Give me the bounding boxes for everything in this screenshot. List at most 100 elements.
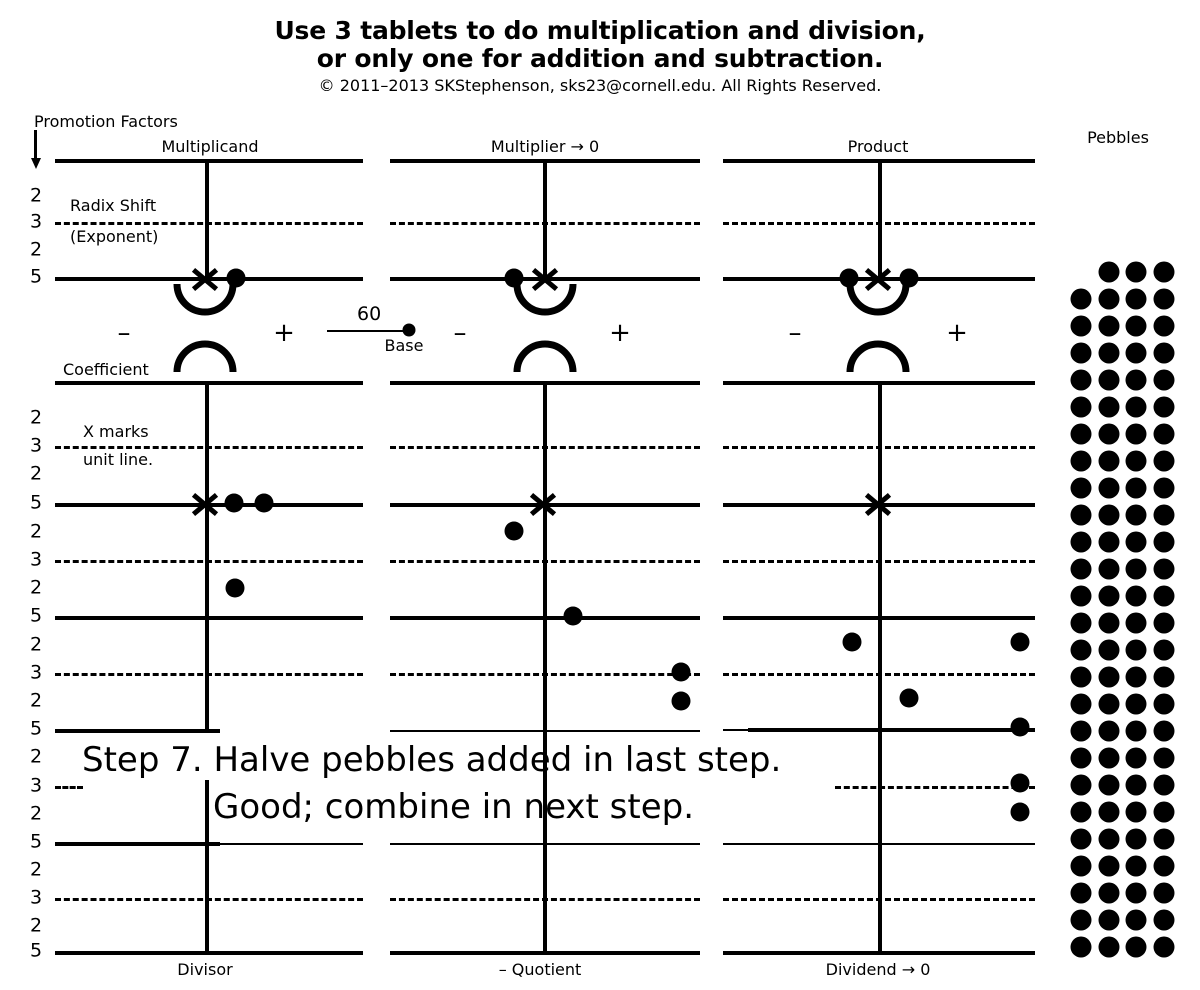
supply-pebble[interactable] [1070,720,1092,742]
t2-coef-pebble-3[interactable] [671,662,691,682]
supply-pebble[interactable] [1098,828,1119,850]
t2-coef-pebble-1[interactable] [504,521,524,541]
supply-pebble[interactable] [1153,936,1174,958]
supply-pebble[interactable] [1125,315,1147,337]
supply-pebble[interactable] [1070,288,1092,310]
supply-pebble[interactable] [1098,639,1119,661]
supply-pebble[interactable] [1153,882,1174,904]
supply-pebble[interactable] [1153,369,1174,391]
supply-pebble[interactable] [1098,585,1119,607]
supply-pebble[interactable] [1098,936,1119,958]
supply-pebble[interactable] [1098,747,1119,769]
supply-pebble[interactable] [1070,396,1092,418]
t3-coef-pebble-3[interactable] [899,688,919,708]
supply-pebble[interactable] [1125,450,1147,472]
t3-coef-pebble-1[interactable] [842,632,862,652]
supply-pebble[interactable] [1153,315,1174,337]
supply-pebble[interactable] [1070,423,1092,445]
supply-pebble[interactable] [1125,369,1147,391]
supply-pebble[interactable] [1125,666,1147,688]
t2-coef-pebble-2[interactable] [563,606,583,626]
supply-pebble[interactable] [1070,774,1092,796]
supply-pebble[interactable] [1125,801,1147,823]
supply-pebble[interactable] [1153,693,1174,715]
supply-pebble[interactable] [1098,477,1119,499]
supply-pebble[interactable] [1153,396,1174,418]
supply-pebble[interactable] [1125,747,1147,769]
t1-coef-pebble-1[interactable] [224,493,244,513]
supply-pebble[interactable] [1070,585,1092,607]
supply-pebble[interactable] [1070,315,1092,337]
t3-exp-pebble-1[interactable] [839,268,859,288]
supply-pebble[interactable] [1070,693,1092,715]
supply-pebble[interactable] [1125,828,1147,850]
supply-pebble[interactable] [1070,639,1092,661]
supply-pebble[interactable] [1153,774,1174,796]
t3-coef-pebble-5[interactable] [1010,773,1030,793]
t1-coef-pebble-2[interactable] [254,493,274,513]
supply-pebble[interactable] [1125,855,1147,877]
supply-pebble[interactable] [1153,477,1174,499]
supply-pebble[interactable] [1098,261,1119,283]
supply-pebble[interactable] [1070,855,1092,877]
t3-exp-pebble-2[interactable] [899,268,919,288]
supply-pebble[interactable] [1125,342,1147,364]
supply-pebble[interactable] [1125,261,1147,283]
supply-pebble[interactable] [1125,936,1147,958]
t2-coef-pebble-4[interactable] [671,691,691,711]
supply-pebble[interactable] [1070,531,1092,553]
supply-pebble[interactable] [1125,774,1147,796]
supply-pebble[interactable] [1098,531,1119,553]
supply-pebble[interactable] [1070,882,1092,904]
supply-pebble[interactable] [1153,288,1174,310]
supply-pebble[interactable] [1070,504,1092,526]
supply-pebble[interactable] [1125,423,1147,445]
supply-pebble[interactable] [1070,666,1092,688]
supply-pebble[interactable] [1125,693,1147,715]
supply-pebble[interactable] [1125,612,1147,634]
supply-pebble[interactable] [1098,504,1119,526]
t3-coef-pebble-2[interactable] [1010,632,1030,652]
supply-pebble[interactable] [1098,423,1119,445]
supply-pebble[interactable] [1098,855,1119,877]
supply-pebble[interactable] [1125,558,1147,580]
supply-pebble[interactable] [1070,369,1092,391]
t3-coef-pebble-6[interactable] [1010,802,1030,822]
supply-pebble[interactable] [1125,477,1147,499]
supply-pebble[interactable] [1125,531,1147,553]
supply-pebble[interactable] [1098,693,1119,715]
supply-pebble[interactable] [1153,909,1174,931]
supply-pebble[interactable] [1153,342,1174,364]
supply-pebble[interactable] [1125,882,1147,904]
supply-pebble[interactable] [1125,639,1147,661]
supply-pebble[interactable] [1098,558,1119,580]
t1-exp-pebble-1[interactable] [226,268,246,288]
supply-pebble[interactable] [1070,342,1092,364]
supply-pebble[interactable] [1070,612,1092,634]
supply-pebble[interactable] [1070,747,1092,769]
supply-pebble[interactable] [1098,720,1119,742]
supply-pebble[interactable] [1153,801,1174,823]
supply-pebble[interactable] [1098,882,1119,904]
supply-pebble[interactable] [1098,612,1119,634]
supply-pebble[interactable] [1098,288,1119,310]
supply-pebble[interactable] [1070,828,1092,850]
supply-pebble[interactable] [1098,909,1119,931]
supply-pebble[interactable] [1098,396,1119,418]
supply-pebble[interactable] [1125,585,1147,607]
supply-pebble[interactable] [1153,531,1174,553]
t3-coef-pebble-4[interactable] [1010,717,1030,737]
supply-pebble[interactable] [1153,666,1174,688]
supply-pebble[interactable] [1098,342,1119,364]
supply-pebble[interactable] [1153,261,1174,283]
supply-pebble[interactable] [1070,450,1092,472]
supply-pebble[interactable] [1070,558,1092,580]
supply-pebble[interactable] [1098,450,1119,472]
supply-pebble[interactable] [1153,423,1174,445]
supply-pebble[interactable] [1125,288,1147,310]
supply-pebble[interactable] [1153,828,1174,850]
supply-pebble[interactable] [1153,612,1174,634]
supply-pebble[interactable] [1153,450,1174,472]
supply-pebble[interactable] [1125,909,1147,931]
supply-pebble[interactable] [1098,666,1119,688]
